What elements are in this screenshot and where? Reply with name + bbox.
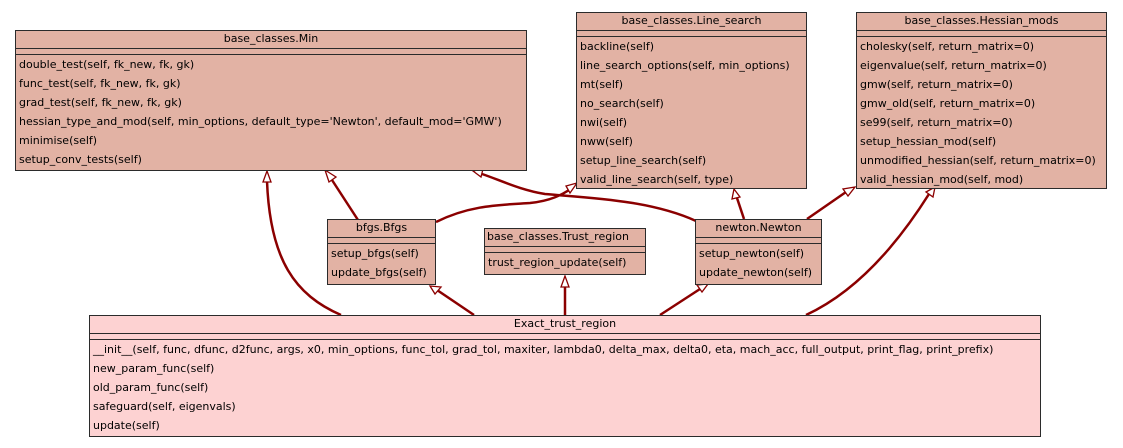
class-title: bfgs.Bfgs bbox=[328, 220, 435, 238]
edge-exact-to-hessian-mods bbox=[805, 193, 931, 317]
method: trust_region_update(self) bbox=[488, 256, 627, 269]
attributes-compartment bbox=[857, 31, 1106, 37]
method: unmodified_hessian(self, return_matrix=0… bbox=[860, 154, 1096, 167]
edge-exact-to-newton bbox=[659, 287, 701, 317]
method: update(self) bbox=[93, 419, 160, 432]
method: safeguard(self, eigenvals) bbox=[93, 400, 236, 413]
methods-compartment: double_test(self, fk_new, fk, gk) func_t… bbox=[16, 55, 526, 170]
method: line_search_options(self, min_options) bbox=[580, 59, 790, 72]
class-hessian-mods[interactable]: base_classes.Hessian_mods cholesky(self,… bbox=[856, 12, 1107, 189]
class-title: base_classes.Min bbox=[16, 31, 526, 49]
class-title: base_classes.Hessian_mods bbox=[857, 13, 1106, 31]
method: valid_hessian_mod(self, mod) bbox=[860, 173, 1024, 186]
class-exact-trust-region[interactable]: Exact_trust_region __init__(self, func, … bbox=[89, 315, 1041, 437]
methods-compartment: __init__(self, func, dfunc, d2func, args… bbox=[90, 340, 1040, 436]
method: valid_line_search(self, type) bbox=[580, 173, 734, 186]
arrowhead-exact-trust-region bbox=[560, 274, 570, 288]
class-min[interactable]: base_classes.Min double_test(self, fk_ne… bbox=[15, 30, 527, 171]
edge-newton-to-line-search bbox=[735, 197, 746, 220]
attributes-compartment bbox=[577, 31, 806, 37]
method: setup_bfgs(self) bbox=[331, 247, 419, 260]
class-title: base_classes.Line_search bbox=[577, 13, 806, 31]
attributes-compartment bbox=[16, 49, 526, 55]
class-trust-region[interactable]: base_classes.Trust_region trust_region_u… bbox=[484, 228, 646, 275]
methods-compartment: setup_bfgs(self) update_bfgs(self) bbox=[328, 244, 435, 283]
method: setup_hessian_mod(self) bbox=[860, 135, 997, 148]
attributes-compartment bbox=[90, 334, 1040, 340]
arrowhead-newton-hessian-mods bbox=[841, 186, 857, 198]
arrowhead-exact-newton bbox=[695, 283, 710, 294]
method: hessian_type_and_mod(self, min_options, … bbox=[19, 115, 502, 128]
class-title: Exact_trust_region bbox=[90, 316, 1040, 334]
method: eigenvalue(self, return_matrix=0) bbox=[860, 59, 1047, 72]
method: se99(self, return_matrix=0) bbox=[860, 116, 1013, 129]
attributes-compartment bbox=[696, 238, 821, 244]
method: old_param_func(self) bbox=[93, 381, 209, 394]
method: minimise(self) bbox=[19, 134, 98, 147]
method: setup_conv_tests(self) bbox=[19, 153, 142, 166]
methods-compartment: setup_newton(self) update_newton(self) bbox=[696, 244, 821, 283]
edge-bfgs-to-min bbox=[330, 179, 360, 221]
method: grad_test(self, fk_new, fk, gk) bbox=[19, 96, 182, 109]
class-title: newton.Newton bbox=[696, 220, 821, 238]
class-newton[interactable]: newton.Newton setup_newton(self) update_… bbox=[695, 219, 822, 285]
method: cholesky(self, return_matrix=0) bbox=[860, 40, 1035, 53]
method: update_bfgs(self) bbox=[331, 266, 427, 279]
method: __init__(self, func, dfunc, d2func, args… bbox=[93, 343, 994, 356]
method: gmw(self, return_matrix=0) bbox=[860, 78, 1013, 91]
arrowhead-newton-line-search bbox=[731, 187, 742, 200]
class-bfgs[interactable]: bfgs.Bfgs setup_bfgs(self) update_bfgs(s… bbox=[327, 219, 436, 285]
method: gmw_old(self, return_matrix=0) bbox=[860, 97, 1036, 110]
methods-compartment: backline(self) line_search_options(self,… bbox=[577, 37, 806, 190]
methods-compartment: cholesky(self, return_matrix=0) eigenval… bbox=[857, 37, 1106, 190]
edge-newton-to-hessian-mods bbox=[806, 190, 847, 221]
method: setup_line_search(self) bbox=[580, 154, 707, 167]
method: new_param_func(self) bbox=[93, 362, 215, 375]
arrowhead-exact-bfgs bbox=[428, 285, 443, 296]
arrowhead-bfgs-min bbox=[323, 168, 338, 184]
method: mt(self) bbox=[580, 78, 624, 91]
method: double_test(self, fk_new, fk, gk) bbox=[19, 58, 195, 71]
class-title: base_classes.Trust_region bbox=[485, 229, 645, 247]
method: no_search(self) bbox=[580, 97, 664, 110]
method: setup_newton(self) bbox=[699, 247, 805, 260]
edge-exact-to-bfgs bbox=[436, 288, 475, 317]
arrowhead-exact-min bbox=[262, 169, 272, 183]
method: func_test(self, fk_new, fk, gk) bbox=[19, 77, 181, 90]
methods-compartment: trust_region_update(self) bbox=[485, 253, 645, 273]
method: update_newton(self) bbox=[699, 266, 813, 279]
edge-bfgs-to-line-search bbox=[435, 186, 573, 224]
method: nww(self) bbox=[580, 135, 633, 148]
method: nwi(self) bbox=[580, 116, 628, 129]
attributes-compartment bbox=[328, 238, 435, 244]
attributes-compartment bbox=[485, 247, 645, 253]
method: backline(self) bbox=[580, 40, 655, 53]
class-line-search[interactable]: base_classes.Line_search backline(self) … bbox=[576, 12, 807, 189]
